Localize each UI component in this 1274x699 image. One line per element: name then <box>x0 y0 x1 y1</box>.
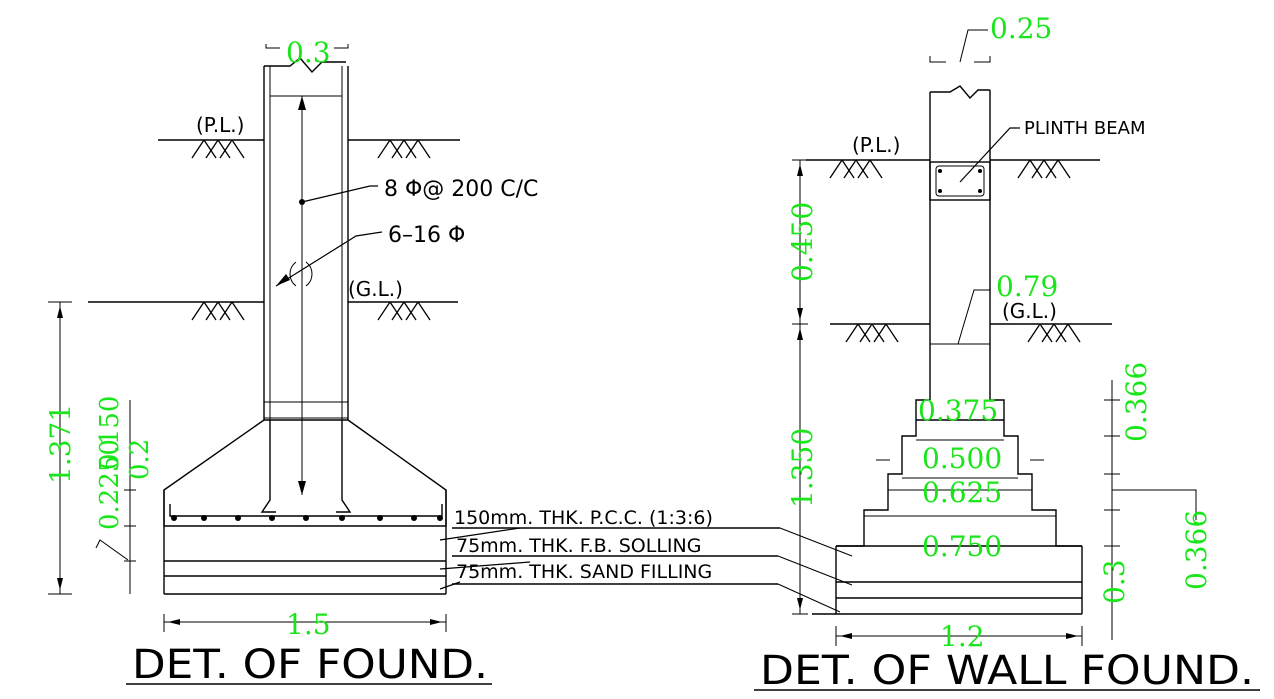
dim-step-4: 0.750 <box>922 530 1002 563</box>
layer-pcc-label: 150mm. THK. P.C.C. (1:3:6) <box>454 507 713 529</box>
dim-step-2: 0.500 <box>922 442 1002 475</box>
dim-column-width: 0.3 <box>286 36 331 69</box>
dim-step-1: 0.375 <box>918 394 998 427</box>
right-title: DET. OF WALL FOUND. <box>760 648 1254 694</box>
left-title: DET. OF FOUND. <box>132 642 488 688</box>
dim-right-lower: 0.366 <box>1180 510 1213 590</box>
dim-wall-width: 0.25 <box>990 12 1052 45</box>
dim-overlap-label-2: 0.150 <box>95 396 125 470</box>
dim-right-upper: 0.366 <box>1120 362 1153 442</box>
dim-pl-to-gl: 0.450 <box>786 202 819 282</box>
dim-base-width-right: 1.2 <box>940 620 985 653</box>
dim-step-3: 0.625 <box>922 476 1002 509</box>
dim-079: 0.79 <box>996 270 1058 303</box>
stirrup-note: 8 Φ@ 200 C/C <box>384 177 538 202</box>
rebar-dots <box>171 515 443 521</box>
dim-base-thickness: 0.3 <box>1098 559 1131 604</box>
dim-base-width-left: 1.5 <box>286 608 331 641</box>
dim-footing-depth: 0.2 <box>125 439 155 480</box>
right-pl-label: (P.L.) <box>852 133 900 157</box>
plinth-beam-label: PLINTH BEAM <box>1024 118 1145 139</box>
wall-footing-detail <box>754 29 1260 691</box>
dim-gl-to-base: 1.350 <box>786 428 819 508</box>
main-bar-note: 6–16 Φ <box>388 223 465 248</box>
layer-fb-label: 75mm. THK. F.B. SOLLING <box>456 535 701 557</box>
layer-sand-label: 75mm. THK. SAND FILLING <box>456 561 712 583</box>
left-gl-label: (G.L.) <box>348 277 403 301</box>
dim-total-height: 1.371 <box>44 404 77 484</box>
column-footing-detail <box>48 44 853 685</box>
right-gl-label: (G.L.) <box>1002 299 1057 323</box>
dim-overlap-label: 0.2250 <box>95 439 125 530</box>
left-pl-label: (P.L.) <box>196 113 244 137</box>
